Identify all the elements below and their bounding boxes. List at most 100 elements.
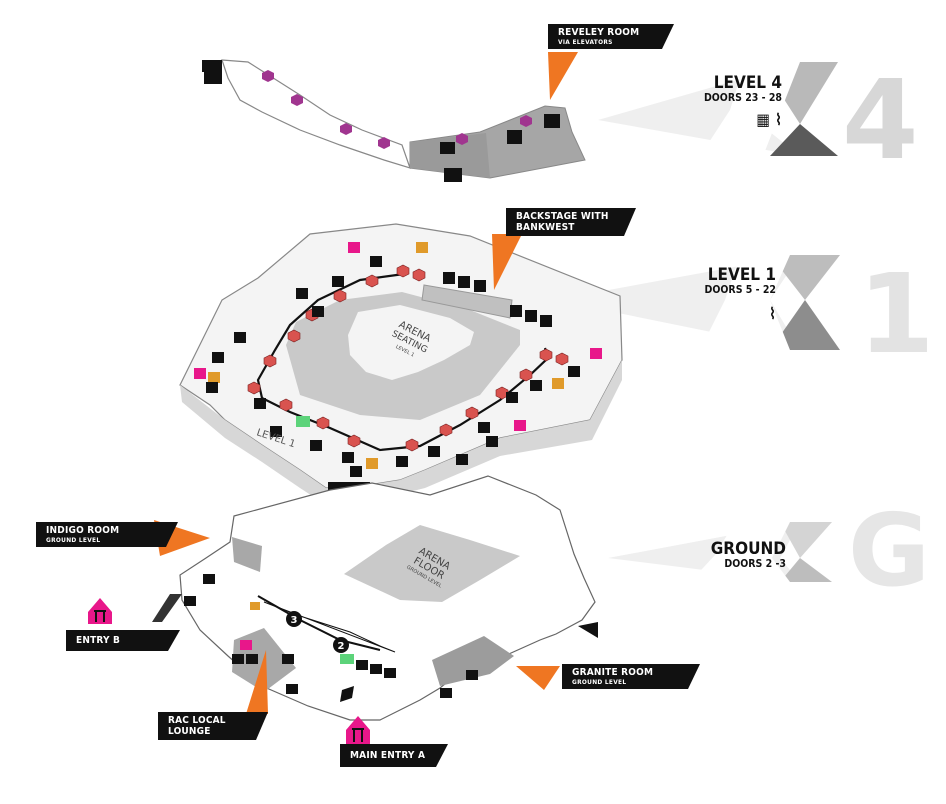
food-icon bbox=[310, 440, 322, 451]
first-aid-icon bbox=[340, 654, 354, 664]
indigo-room-title: INDIGO ROOM bbox=[46, 525, 120, 536]
level-g-glyph: G bbox=[848, 492, 930, 609]
ground-plan: 3 2 ARENA FLOOR GROUND LEVEL bbox=[179, 475, 598, 721]
door-3-marker bbox=[286, 611, 302, 627]
atm-icon bbox=[370, 664, 382, 674]
bar-icon bbox=[525, 310, 537, 322]
rac-lounge-callout[interactable]: RAC LOCAL LOUNGE bbox=[158, 712, 268, 740]
food-icon bbox=[456, 454, 468, 465]
info-icon bbox=[350, 466, 362, 477]
level-1-title: LEVEL 1 bbox=[707, 265, 776, 285]
wheelchair-icon bbox=[396, 456, 408, 467]
food-icon bbox=[510, 305, 522, 317]
entry-b-title: ENTRY B bbox=[76, 635, 121, 646]
wheelchair-icon bbox=[342, 452, 354, 463]
level-1-info: LEVEL 1 DOORS 5 - 22 ⌇ bbox=[690, 266, 776, 323]
bar-icon bbox=[514, 420, 526, 431]
granite-room-area bbox=[432, 636, 514, 686]
merchandise-icon bbox=[208, 372, 220, 383]
bar-icon bbox=[478, 422, 490, 433]
bar-icon bbox=[507, 130, 522, 144]
elevator-icon bbox=[444, 168, 462, 182]
food-icon bbox=[282, 654, 294, 664]
escalator-icon: ⌇ bbox=[768, 304, 776, 323]
main-entry-a-icon bbox=[346, 716, 370, 744]
granite-room-title: GRANITE ROOM bbox=[572, 667, 654, 678]
food-icon bbox=[428, 446, 440, 457]
indigo-room-callout[interactable]: INDIGO ROOM GROUND LEVEL bbox=[36, 522, 178, 547]
bar-icon bbox=[194, 368, 206, 379]
merchandise-icon bbox=[366, 458, 378, 469]
backstage-title-2: BANKWEST bbox=[516, 222, 575, 233]
food-icon bbox=[443, 272, 455, 284]
level-1-doors: DOORS 5 - 22 bbox=[704, 284, 776, 296]
granite-room-callout[interactable]: GRANITE ROOM GROUND LEVEL bbox=[562, 664, 700, 689]
backstage-area bbox=[421, 284, 513, 319]
toilets-icon bbox=[206, 382, 218, 393]
door-3-label: 3 bbox=[291, 615, 298, 626]
info-icon bbox=[356, 660, 368, 670]
food-icon bbox=[296, 288, 308, 299]
merchandise-icon bbox=[552, 378, 564, 389]
first-aid-icon bbox=[296, 416, 310, 427]
food-icon bbox=[203, 574, 215, 584]
food-icon bbox=[540, 315, 552, 327]
wheelchair-icon bbox=[568, 366, 580, 377]
backstage-title: BACKSTAGE WITH bbox=[516, 211, 609, 222]
bar-icon bbox=[458, 276, 470, 288]
food-icon bbox=[474, 280, 486, 292]
level-4-doors: DOORS 23 - 28 bbox=[703, 92, 782, 104]
wheelchair-icon bbox=[212, 352, 224, 363]
rac-lounge-title-2: LOUNGE bbox=[168, 726, 211, 737]
food-icon bbox=[312, 306, 324, 317]
level-4-title: LEVEL 4 bbox=[713, 73, 782, 93]
main-entry-a-title: MAIN ENTRY A bbox=[350, 750, 426, 761]
level-4-plan bbox=[202, 59, 586, 182]
ground-info: GROUND DOORS 2 -3 bbox=[690, 540, 786, 570]
reveley-room-subtitle: VIA ELEVATORS bbox=[558, 38, 613, 46]
level-1-amenities bbox=[194, 242, 602, 477]
backstage-callout[interactable]: BACKSTAGE WITH BANKWEST bbox=[506, 208, 636, 236]
level-1-glyph: 1 bbox=[858, 250, 935, 378]
food-icon bbox=[254, 398, 266, 409]
bar-icon bbox=[348, 242, 360, 253]
entry-b-icon bbox=[88, 598, 112, 624]
rac-lounge-title: RAC LOCAL bbox=[168, 715, 226, 726]
info-icon bbox=[486, 436, 498, 447]
ground-arena-floor bbox=[344, 525, 520, 602]
granite-room-subtitle: GROUND LEVEL bbox=[572, 678, 627, 686]
main-entry-a-callout[interactable]: MAIN ENTRY A bbox=[340, 744, 448, 767]
level-1-marker: 1 bbox=[554, 250, 935, 378]
wheelchair-icon bbox=[204, 72, 222, 84]
entry-b-callout[interactable]: ENTRY B bbox=[66, 630, 180, 651]
escalator-icon: ⌇ bbox=[774, 110, 782, 129]
bar-icon bbox=[240, 640, 252, 650]
food-icon bbox=[270, 426, 282, 437]
bar-icon bbox=[590, 348, 602, 359]
food-icon bbox=[440, 142, 455, 154]
level-4-marker: 4 bbox=[598, 56, 919, 184]
level-1-plan: ARENA SEATING LEVEL 1 LEVEL 1 bbox=[179, 223, 623, 505]
ground-doors: DOORS 2 -3 bbox=[724, 558, 786, 570]
level-4-info: LEVEL 4 DOORS 23 - 28 ▦ ⌇ bbox=[690, 74, 782, 129]
toilets-icon bbox=[246, 654, 258, 664]
ground-title: GROUND bbox=[710, 539, 786, 559]
food-icon bbox=[332, 276, 344, 287]
indigo-room-subtitle: GROUND LEVEL bbox=[46, 536, 101, 544]
reveley-room-callout[interactable]: REVELEY ROOM VIA ELEVATORS bbox=[548, 24, 674, 49]
merchandise-icon bbox=[416, 242, 428, 253]
level-4-glyph: 4 bbox=[842, 56, 919, 184]
level-4-doors bbox=[262, 70, 532, 149]
reveley-room-title: REVELEY ROOM bbox=[558, 27, 640, 38]
food-icon bbox=[466, 670, 478, 680]
food-icon bbox=[234, 332, 246, 343]
food-icon bbox=[530, 380, 542, 391]
level-1-doors bbox=[247, 264, 569, 452]
merchandise-icon bbox=[250, 602, 260, 610]
wheelchair-icon bbox=[370, 256, 382, 267]
toilets-icon bbox=[202, 60, 222, 72]
elevator-icon: ▦ bbox=[756, 110, 770, 129]
toilets-icon bbox=[384, 668, 396, 678]
